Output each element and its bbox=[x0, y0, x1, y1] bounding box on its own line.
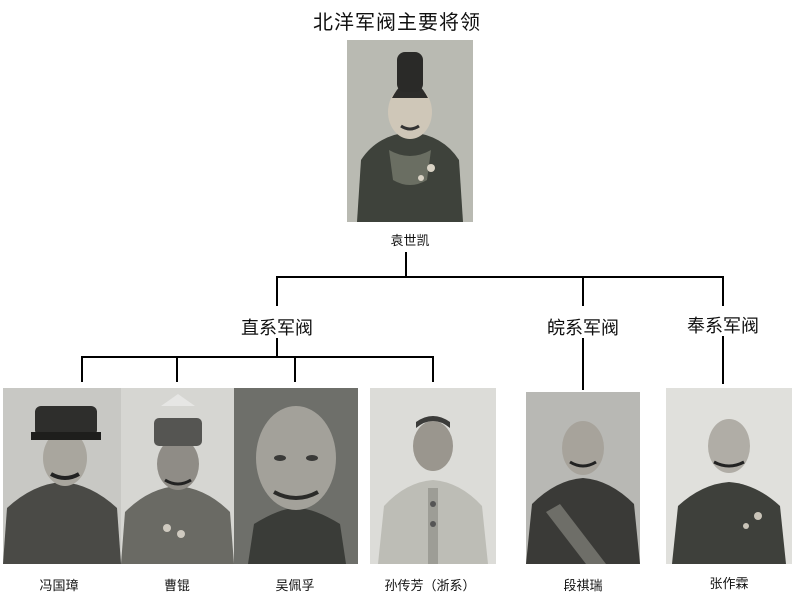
feng-stem-line bbox=[722, 336, 724, 384]
zhi-drop-4 bbox=[432, 356, 434, 382]
wan-drop-line bbox=[582, 276, 584, 306]
wan-stem-line bbox=[582, 338, 584, 390]
uniformed-officer-portrait-icon bbox=[3, 388, 121, 564]
faction-label-zhi: 直系军阀 bbox=[241, 318, 313, 339]
leader-portrait bbox=[347, 40, 473, 222]
zhi-drop-1 bbox=[81, 356, 83, 382]
zhi-drop-line bbox=[276, 276, 278, 306]
top-bus-line bbox=[276, 276, 724, 278]
member-name-feng-guozhang: 冯国璋 bbox=[39, 579, 79, 594]
uniformed-officer-portrait-icon bbox=[121, 388, 234, 564]
uniformed-officer-portrait-icon bbox=[666, 388, 792, 564]
member-name-sun-chuanfang: 孙传芳（浙系） bbox=[384, 579, 476, 594]
uniformed-officer-portrait-icon bbox=[526, 392, 640, 564]
leader-stem-line bbox=[405, 252, 407, 278]
leader-name: 袁世凯 bbox=[390, 234, 430, 249]
zhi-stem-line bbox=[276, 338, 278, 358]
zhi-drop-3 bbox=[294, 356, 296, 382]
member-name-duan-qirui: 段祺瑞 bbox=[563, 579, 603, 594]
uniformed-officer-portrait-icon bbox=[234, 388, 358, 564]
portrait-duan-qirui bbox=[526, 392, 640, 564]
portrait-cao-kun bbox=[121, 388, 234, 564]
uniformed-officer-portrait-icon bbox=[370, 388, 496, 564]
zhi-bus-line bbox=[81, 356, 434, 358]
portrait-feng-guozhang bbox=[3, 388, 121, 564]
member-name-zhang-zuolin: 张作霖 bbox=[709, 577, 749, 592]
diagram-title: 北洋军阀主要将领 bbox=[313, 10, 481, 34]
uniformed-officer-portrait-icon bbox=[347, 40, 473, 222]
zhi-drop-2 bbox=[176, 356, 178, 382]
portrait-zhang-zuolin bbox=[666, 388, 792, 564]
faction-label-feng: 奉系军阀 bbox=[687, 316, 759, 337]
portrait-sun-chuanfang bbox=[370, 388, 496, 564]
member-name-wu-peifu: 吴佩孚 bbox=[275, 579, 315, 594]
portrait-wu-peifu bbox=[234, 388, 358, 564]
faction-label-wan: 皖系军阀 bbox=[547, 318, 619, 339]
feng-drop-line bbox=[722, 276, 724, 306]
member-name-cao-kun: 曹锟 bbox=[163, 579, 190, 594]
